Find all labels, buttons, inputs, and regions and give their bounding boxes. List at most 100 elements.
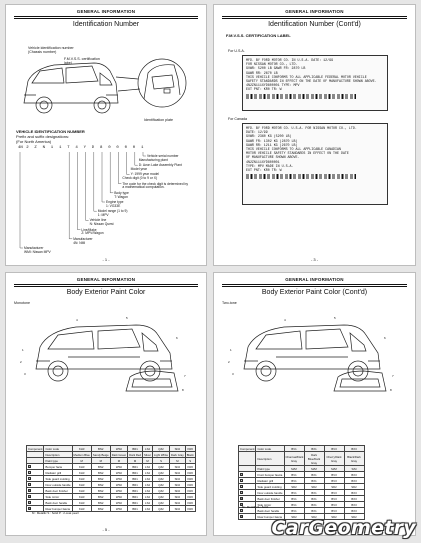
component-number: 2 bbox=[28, 470, 32, 475]
vin-leader-line bbox=[93, 152, 97, 212]
label-line: MFD. BY FORD MOTOR CO. IN U.S.A. DATE: 1… bbox=[246, 58, 334, 62]
vin-label: T: Wagon bbox=[114, 194, 128, 199]
svg-text:2: 2 bbox=[20, 360, 22, 364]
component-number: 5 bbox=[28, 488, 32, 493]
vin-char: D bbox=[91, 146, 95, 150]
header-rule-thin bbox=[14, 18, 198, 19]
page-number: - 6 - bbox=[310, 527, 319, 532]
header-rule bbox=[14, 16, 198, 17]
vin-label: Manufacturer bbox=[24, 246, 44, 250]
prefix-heading: Prefix and suffix designations: bbox=[16, 134, 70, 139]
label-line: GVWR: 2360 KG (5200 LB) bbox=[246, 134, 292, 139]
paint-variant-label: Monotone bbox=[14, 301, 30, 305]
svg-text:1: 1 bbox=[22, 348, 24, 352]
vin-label: N: Nissan Quest bbox=[89, 222, 114, 227]
header-rule-thin bbox=[14, 286, 198, 287]
vin-char: T bbox=[67, 146, 70, 150]
table-cell: BR1 bbox=[127, 505, 144, 512]
svg-text:6: 6 bbox=[176, 336, 178, 340]
table-cell: SD2 bbox=[343, 513, 365, 520]
certification-label-heading: F.M.V.S.S. CERTIFICATION LABEL bbox=[226, 33, 291, 38]
component-number: 6 bbox=[240, 502, 244, 507]
label-line: GVWR: 5200 LB GAWR FR: 2870 LB bbox=[246, 66, 306, 71]
vin-char: 1 bbox=[59, 146, 62, 150]
table-header-cell: Charcoal/Dark Gray bbox=[283, 451, 305, 466]
label-line: DATE: 12/99 bbox=[246, 130, 268, 135]
table-cell: Rear bumper fascia bbox=[255, 513, 285, 520]
page-number: - 1 - bbox=[102, 257, 110, 262]
component-number: 6 bbox=[28, 494, 32, 499]
vin-label: D: Avon Lake Assembly Plant bbox=[138, 163, 182, 168]
label-line: TYPE: MPV MADE IN U.S.A. bbox=[246, 163, 294, 168]
component-number: 7 bbox=[240, 508, 244, 513]
barcode bbox=[246, 174, 356, 180]
component-number: 7 bbox=[28, 500, 32, 505]
svg-text:7: 7 bbox=[392, 374, 394, 378]
vin-label: Model range (1 to 9) bbox=[97, 209, 128, 214]
vin-leader-line bbox=[19, 152, 23, 249]
manual-page-identification-number: GENERAL INFORMATION Identification Numbe… bbox=[5, 4, 207, 266]
callout-fmvss: F.M.V.S.S. certification label bbox=[64, 57, 100, 66]
header-rule-thin bbox=[222, 286, 407, 287]
vin-char: 8 bbox=[100, 146, 103, 150]
header-rule bbox=[222, 16, 407, 17]
vin-char: Z bbox=[34, 146, 37, 150]
paint-legend: M : Metallic S : Solid bbox=[242, 505, 269, 509]
manual-page-identification-number-contd: GENERAL INFORMATION Identification Numbe… bbox=[213, 4, 416, 266]
table-header-cell bbox=[237, 451, 257, 466]
table-cell: KR0 bbox=[184, 505, 196, 512]
component-number: 8 bbox=[240, 514, 244, 519]
header-rule bbox=[14, 284, 198, 285]
page-title: Body Exterior Paint Color bbox=[66, 289, 146, 296]
svg-text:8: 8 bbox=[182, 388, 184, 392]
table-cell: SD2 bbox=[169, 505, 186, 512]
component-number: 3 bbox=[28, 476, 32, 481]
vin-char: 1 bbox=[50, 146, 54, 150]
vin-leader-lines bbox=[19, 152, 146, 249]
page-title: Identification Number bbox=[72, 21, 140, 28]
vin-label: Z: MPV/Wagon bbox=[81, 231, 104, 236]
vin-char: 4N bbox=[18, 146, 23, 150]
minivan-diagram bbox=[23, 58, 187, 114]
component-number: 2 bbox=[240, 478, 244, 483]
label-line: THIS VEHICLE CONFORMS TO ALL APPLICABLE … bbox=[246, 147, 341, 152]
vin-leader-line bbox=[134, 152, 138, 166]
table-cell: KH3 bbox=[71, 505, 92, 512]
vin-char: N bbox=[42, 146, 45, 150]
label-usa-heading: For U.S.A. bbox=[228, 49, 245, 53]
label-line: EXT PNT: KR0 TR: W bbox=[246, 168, 282, 173]
table-cell: 8 bbox=[25, 505, 45, 512]
label-line: EXT PNT: KR0 TR: W bbox=[246, 87, 282, 92]
svg-text:3: 3 bbox=[24, 372, 26, 376]
table-header-cell: Description bbox=[255, 451, 285, 466]
component-number: 4 bbox=[28, 482, 32, 487]
label-line: SAFETY STANDARDS IN EFFECT ON THE DATE O… bbox=[246, 79, 377, 84]
vin-label: Model year bbox=[130, 167, 147, 171]
vin-char: 0 bbox=[124, 146, 127, 150]
label-line: GAWR RR: 2670 LB bbox=[246, 70, 278, 75]
label-line: MFD. BY FORD MOTOR CO. U.S.A. FOR NISSAN… bbox=[246, 126, 357, 130]
callout-id-plate: Identification plate bbox=[144, 118, 173, 122]
label-line: 4N2ZN111XYD800001 bbox=[246, 159, 280, 164]
vin-label: Vehicle serial number bbox=[147, 154, 179, 158]
page-number: - 5 - bbox=[102, 527, 110, 532]
table-cell: 8 bbox=[237, 513, 257, 520]
vin-char: 0 bbox=[132, 146, 136, 150]
svg-text:7: 7 bbox=[184, 374, 186, 378]
svg-text:1: 1 bbox=[230, 348, 232, 352]
paint-variant-label: Two-tone bbox=[222, 301, 237, 305]
component-number: 1 bbox=[240, 472, 244, 477]
watermark-logo: CarGeometry bbox=[271, 517, 416, 539]
header-rule-thin bbox=[222, 18, 407, 19]
vin-label: WMI: Nissan MPV bbox=[24, 249, 51, 254]
vin-label: Vehicle line bbox=[89, 218, 107, 223]
vin-heading: VEHICLE IDENTIFICATION NUMBER bbox=[16, 129, 85, 134]
